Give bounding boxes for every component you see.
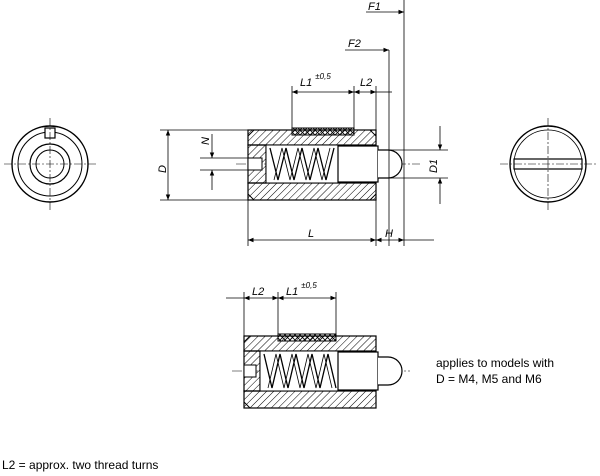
label-l1-tolerance: ±0,5: [315, 72, 331, 81]
models-note-line-2: D = M4, M5 and M6: [436, 372, 542, 386]
label-l1-small-tolerance: ±0,5: [301, 281, 317, 290]
label-d1: D1: [428, 159, 440, 173]
l2-definition-note: L2 = approx. two thread turns: [2, 458, 159, 472]
label-n: N: [200, 137, 212, 145]
label-l2: L2: [360, 77, 372, 89]
models-note: applies to models with D = M4, M5 and M6: [436, 355, 554, 387]
end-view-left: [4, 118, 96, 210]
label-l2-small: L2: [252, 286, 264, 298]
label-h: H: [385, 228, 393, 240]
label-l: L: [308, 228, 314, 240]
label-l1-main: L1: [300, 77, 312, 89]
label-f1: F1: [368, 1, 381, 13]
models-note-line-1: applies to models with: [436, 356, 555, 370]
end-view-right: [500, 118, 596, 210]
label-l1-small: L1±0,5: [286, 281, 317, 298]
label-l1-small-main: L1: [286, 286, 298, 298]
label-l1: L1±0,5: [300, 72, 331, 89]
dimensions-small: [226, 292, 337, 336]
label-d: D: [157, 165, 169, 173]
label-f2: F2: [348, 38, 361, 50]
section-view-main: [236, 127, 420, 201]
section-view-small: [232, 333, 410, 409]
dimensions-main: [160, 0, 448, 246]
